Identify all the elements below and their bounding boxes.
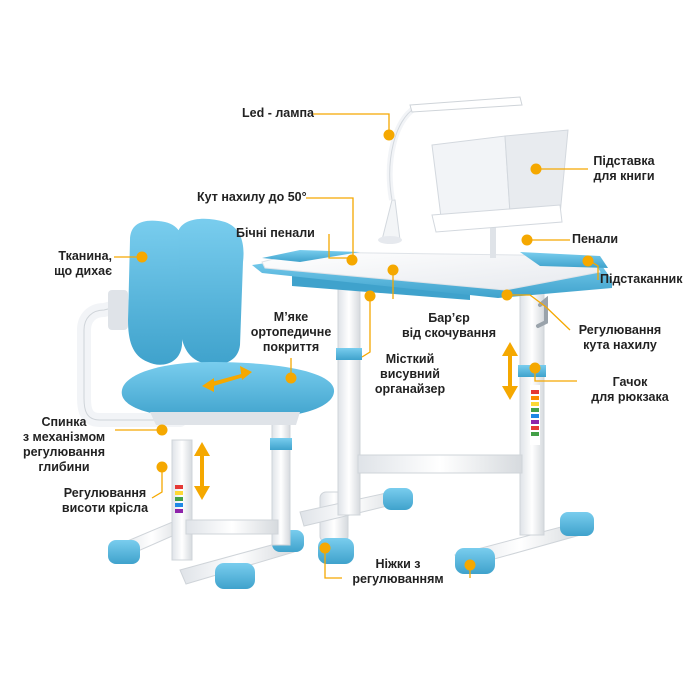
label-soft-cover-line2: ортопедичне <box>250 325 332 339</box>
desk-foot-cap-4 <box>560 512 594 536</box>
label-backrest-line1: Спинка <box>41 415 87 429</box>
chair-seat <box>121 362 335 420</box>
desk-side-case-left <box>262 250 360 262</box>
label-book-stand-line2: для книги <box>593 169 655 183</box>
line-chair-height <box>151 467 163 499</box>
line-side-cases <box>328 234 352 259</box>
desk-leg-left <box>337 284 361 516</box>
label-barrier-line2: від скочування <box>401 326 496 340</box>
dot-cup-holder <box>582 255 594 267</box>
label-backrest-depth: Спинка з механізмом регулювання глибини <box>14 415 114 475</box>
height-scale <box>530 385 540 445</box>
label-chair-height: Регулювання висоти крісла <box>55 486 155 516</box>
label-soft-cover: М’яке ортопедичне покриття <box>241 310 341 355</box>
dot-legs-2 <box>464 559 476 571</box>
dot-fabric <box>136 251 148 263</box>
label-drawer-line3: органайзер <box>374 382 446 396</box>
label-hook-line2: для рюкзака <box>591 390 669 404</box>
chair <box>77 218 335 589</box>
dot-hook <box>529 362 541 374</box>
line-tilt-angle <box>306 197 354 258</box>
label-legs-line2: регулюванням <box>352 572 444 586</box>
line-tilt-adjust <box>507 294 571 331</box>
dot-led-lamp <box>383 129 395 141</box>
label-tilt-adjust: Регулювання кута нахилу <box>572 323 668 353</box>
chair-back-mount <box>108 290 128 330</box>
dot-backrest <box>156 424 168 436</box>
label-led-lamp: Led - лампа <box>242 106 314 120</box>
chair-foot-cap-2 <box>215 563 255 589</box>
chair-foot-cap-1 <box>108 540 140 564</box>
label-backrest-line4: глибини <box>38 460 90 474</box>
label-barrier-line1: Бар’єр <box>428 311 470 325</box>
callout-lines <box>114 113 599 579</box>
label-legs-line1: Ніжки з <box>375 557 421 571</box>
desk-height-arrow <box>502 342 518 400</box>
desk-foot-cap-3 <box>455 548 495 574</box>
seat-depth-arrow <box>202 366 252 392</box>
label-backrest-line3: регулювання <box>22 445 106 459</box>
chair-leg-clip <box>270 438 292 450</box>
desk-foot-cap-1 <box>383 488 413 510</box>
label-tilt-angle: Кут нахилу до 50° <box>197 190 307 204</box>
label-cup-holder: Підстаканник <box>600 272 683 286</box>
label-drawer: Місткий висувний органайзер <box>365 352 455 397</box>
label-breathable-fabric: Тканина, що дихає <box>40 249 112 279</box>
label-backrest-line2: з механізмом <box>22 430 106 444</box>
label-anti-slip-barrier: Бар’єр від скочування <box>394 311 504 341</box>
dot-legs <box>319 542 331 554</box>
chair-height-scale <box>175 485 183 513</box>
label-soft-cover-line3: покриття <box>262 340 320 354</box>
chair-back-arm-outline <box>83 304 180 421</box>
label-tilt-adjust-line2: кута нахилу <box>583 338 657 352</box>
dot-barrier <box>387 264 399 276</box>
line-led-lamp <box>313 113 390 131</box>
desk-leg-clip-left <box>336 348 362 360</box>
chair-back-cushion-left <box>128 220 185 365</box>
label-hook-line1: Гачок <box>612 375 648 389</box>
dot-tilt-adjust <box>501 289 513 301</box>
label-side-cases: Бічні пенали <box>236 226 315 240</box>
label-soft-cover-line1: М’яке <box>273 310 309 324</box>
chair-seat-base <box>150 412 300 425</box>
label-backpack-hook: Гачок для рюкзака <box>580 375 680 405</box>
label-drawer-line1: Місткий <box>385 352 435 366</box>
label-fabric-line1: Тканина, <box>58 249 112 263</box>
label-chair-height-line2: висоти крісла <box>61 501 149 515</box>
book-stand <box>431 129 569 258</box>
label-tilt-adjust-line1: Регулювання <box>578 323 662 337</box>
callout-dots <box>136 129 594 571</box>
desk-crossbar <box>357 454 523 474</box>
chair-back-cushion-right <box>178 218 244 365</box>
led-lamp <box>378 96 523 244</box>
backpack-hook <box>536 295 548 328</box>
label-book-stand-line1: Підставка <box>593 154 655 168</box>
dot-soft-cover <box>285 372 297 384</box>
dot-side-cases <box>346 254 358 266</box>
line-drawer <box>361 297 371 358</box>
dot-chair-height <box>156 461 168 473</box>
label-adjustable-legs: Ніжки з регулюванням <box>345 557 451 587</box>
chair-crossbar <box>185 519 279 535</box>
label-drawer-line2: висувний <box>380 367 440 381</box>
line-legs <box>324 548 342 579</box>
label-fabric-line2: що дихає <box>54 264 112 278</box>
chair-height-arrow <box>194 442 210 500</box>
dot-book-stand <box>530 163 542 175</box>
label-pencil-cases: Пенали <box>572 232 619 246</box>
dot-pencil-cases <box>521 234 533 246</box>
dot-drawer <box>364 290 376 302</box>
label-chair-height-line1: Регулювання <box>63 486 147 500</box>
label-book-stand: Підставка для книги <box>588 154 660 184</box>
